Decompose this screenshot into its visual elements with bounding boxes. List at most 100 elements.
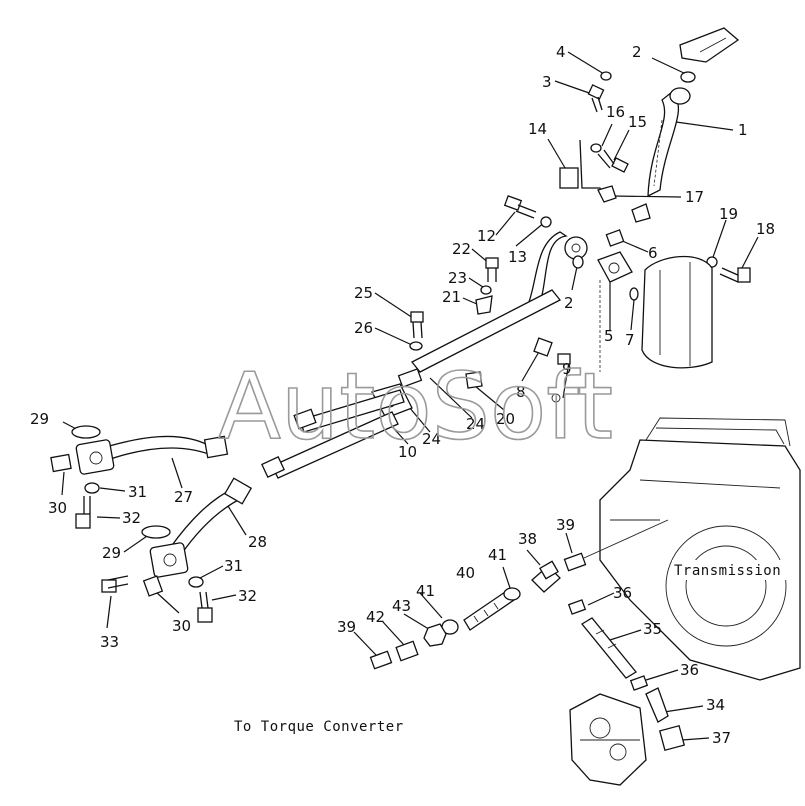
callout-6: 6 [648,244,658,262]
long-hose-pair [261,389,405,479]
callout-labels: 1 2 2 3 4 5 6 7 8 9 10 12 13 14 15 16 17… [30,43,775,747]
callout-4: 4 [556,43,566,61]
callout-12: 12 [477,227,496,245]
callout-34: 34 [706,696,725,714]
filler-tube-1 [647,87,691,198]
o-ring-2-mid [572,255,584,269]
callout-17: 17 [685,188,704,206]
fitting-6 [605,229,625,247]
callout-8: 8 [516,383,526,401]
nut-43 [423,623,447,647]
callout-20: 20 [496,410,515,428]
plug-30-bottom [142,575,164,597]
callout-31-top: 31 [128,483,147,501]
fitting-8-9 [533,337,571,403]
transmission-housing-top [641,255,713,369]
watermark-text: AutoSoft [218,353,613,460]
tube-35 [581,617,637,679]
washer-23 [480,285,492,295]
callout-10: 10 [398,443,417,461]
callout-13: 13 [508,248,527,266]
callout-24-b: 24 [466,415,485,433]
callout-14: 14 [528,120,547,138]
long-tube-main [410,280,601,373]
callout-1: 1 [738,121,748,139]
callout-27: 27 [174,488,193,506]
bolt-15 [597,149,629,173]
elbow-38 [531,560,561,593]
callout-32-bottom: 32 [238,587,257,605]
washer-13 [540,216,552,228]
callout-43: 43 [392,597,411,615]
callout-2-top: 2 [632,43,642,61]
fitting-42 [395,640,419,662]
washer-16 [590,143,602,153]
transmission-caption: Transmission [674,563,781,579]
transmission-body [599,417,801,681]
bolt-25 [410,311,424,339]
callout-7: 7 [625,331,635,349]
clip-24 [397,368,423,388]
bolt-18 [719,267,751,283]
callout-33: 33 [100,633,119,651]
washer-31-top [84,482,100,494]
callout-3: 3 [542,73,552,91]
tube-27 [75,435,229,475]
callout-32-top: 32 [122,509,141,527]
torque-converter-caption: To Torque Converter [234,719,404,735]
o-ring-7 [629,287,639,301]
callout-36-top: 36 [613,584,632,602]
callout-39-top: 39 [556,516,575,534]
connect-line [583,519,669,559]
callout-39-bottom: 39 [337,618,356,636]
callout-26: 26 [354,319,373,337]
bolt-32-bottom [197,591,213,623]
clamp-20-21 [465,295,493,389]
o-ring-2-top [680,71,696,83]
callout-42: 42 [366,608,385,626]
tube-28 [149,477,253,578]
callout-28: 28 [248,533,267,551]
torque-converter-housing [569,693,647,786]
plug-30-top [50,453,72,473]
o-ring-29-bottom [141,525,171,539]
elbow-flange [519,231,588,319]
sleeve-36 [567,599,649,691]
breather-cap [679,27,740,63]
callout-22: 22 [452,240,471,258]
elbow-37 [658,724,686,752]
callout-19: 19 [719,205,738,223]
transmission-label-bg [672,560,790,580]
callout-29-top: 29 [30,410,49,428]
bolt-12 [503,195,537,219]
callout-35: 35 [643,620,662,638]
washer-31-bottom [188,576,204,588]
callout-5: 5 [604,327,614,345]
o-ring-29-top [71,425,101,439]
callout-30-bottom: 30 [172,617,191,635]
callout-36-bottom: 36 [680,661,699,679]
callout-37: 37 [712,729,731,747]
callout-21: 21 [442,288,461,306]
callout-29-bottom: 29 [102,544,121,562]
washer-4 [600,71,612,81]
callout-38: 38 [518,530,537,548]
hose-34 [645,687,669,723]
callout-9: 9 [562,360,572,378]
callout-24-a: 24 [422,430,441,448]
fitting-39-top [563,552,587,572]
callout-2-mid: 2 [564,294,574,312]
callout-16: 16 [606,103,625,121]
callout-30-top: 30 [48,499,67,517]
bolt-33 [101,575,129,593]
callout-23: 23 [448,269,467,287]
adapter-5 [597,251,633,283]
callout-25: 25 [354,284,373,302]
bracket-14 [559,139,604,199]
callout-18: 18 [756,220,775,238]
bolt-22 [485,257,499,282]
bolt-3 [587,84,605,113]
callout-40: 40 [456,564,475,582]
